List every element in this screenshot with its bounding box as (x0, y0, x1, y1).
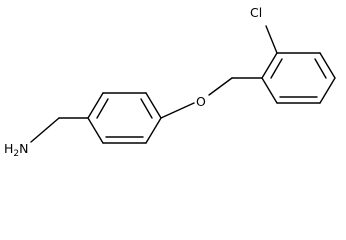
chemical-structure-diagram: H2N O Cl (4, 5, 336, 157)
bonds (30, 25, 336, 144)
benzene-ring-right (261, 52, 336, 104)
amine-label-h: H2N (4, 141, 29, 157)
bond-o-ch2 (208, 77, 233, 96)
benzene-ring-left (87, 92, 162, 144)
atom-labels: H2N O Cl (4, 5, 262, 157)
bond-ring-o (160, 102, 195, 119)
bond-ring-cl (265, 25, 278, 54)
oxygen-label: O (196, 94, 206, 109)
chlorine-label: Cl (250, 5, 262, 20)
bond-ch2-n (30, 117, 60, 143)
